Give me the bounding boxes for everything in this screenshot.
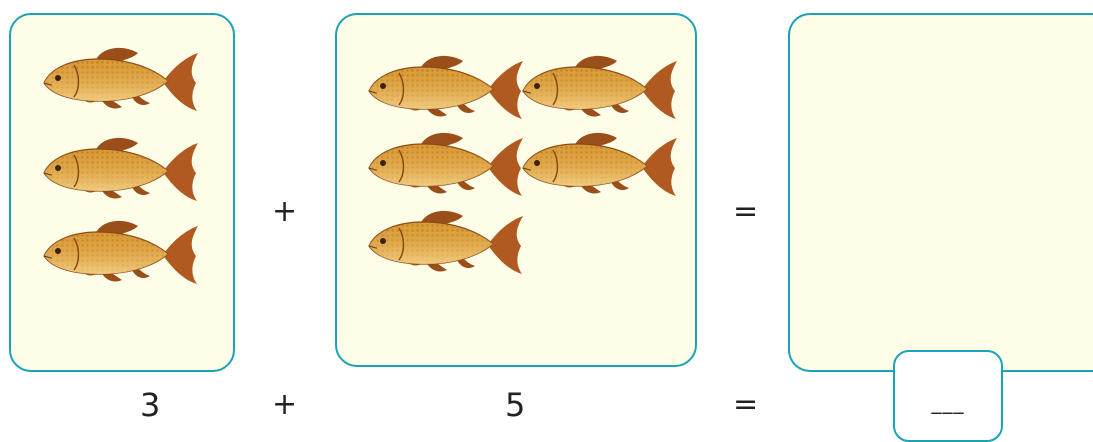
fish-icon (519, 53, 679, 123)
fish-icon (365, 208, 525, 278)
fish-icon (40, 45, 200, 115)
fish-icon (365, 130, 525, 200)
fish-icon (40, 135, 200, 205)
plus-sign-top: + (272, 197, 297, 227)
result-group-box (788, 13, 1093, 372)
answer-blank[interactable]: ___ (895, 390, 1001, 414)
answer-box[interactable]: ___ (893, 350, 1003, 442)
fish-icon (519, 130, 679, 200)
equals-sign-bottom: = (733, 390, 758, 420)
first-number: 3 (140, 389, 160, 421)
equals-sign-top: = (733, 197, 758, 227)
fish-icon (40, 218, 200, 288)
fish-icon (365, 53, 525, 123)
plus-sign-bottom: + (272, 390, 297, 420)
second-number: 5 (505, 389, 525, 421)
